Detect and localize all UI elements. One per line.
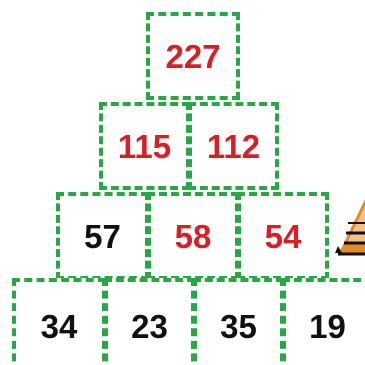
pyramid-base-cell-4: 19 (282, 278, 365, 365)
pencil-icon (334, 179, 365, 261)
pyramid-row3-cell-middle: 58 (147, 192, 239, 280)
pyramid-base-cell-3: 35 (193, 278, 284, 365)
pyramid-row3-cell-right: 54 (237, 192, 329, 280)
pyramid-row2-cell-left: 115 (99, 102, 190, 190)
pyramid-top-cell: 227 (146, 12, 240, 100)
pyramid-base-cell-1: 34 (12, 278, 106, 365)
pyramid-base-cell-2: 23 (104, 278, 195, 365)
pyramid-row3-cell-left: 57 (56, 192, 149, 280)
pyramid-row2-cell-right: 112 (188, 102, 279, 190)
